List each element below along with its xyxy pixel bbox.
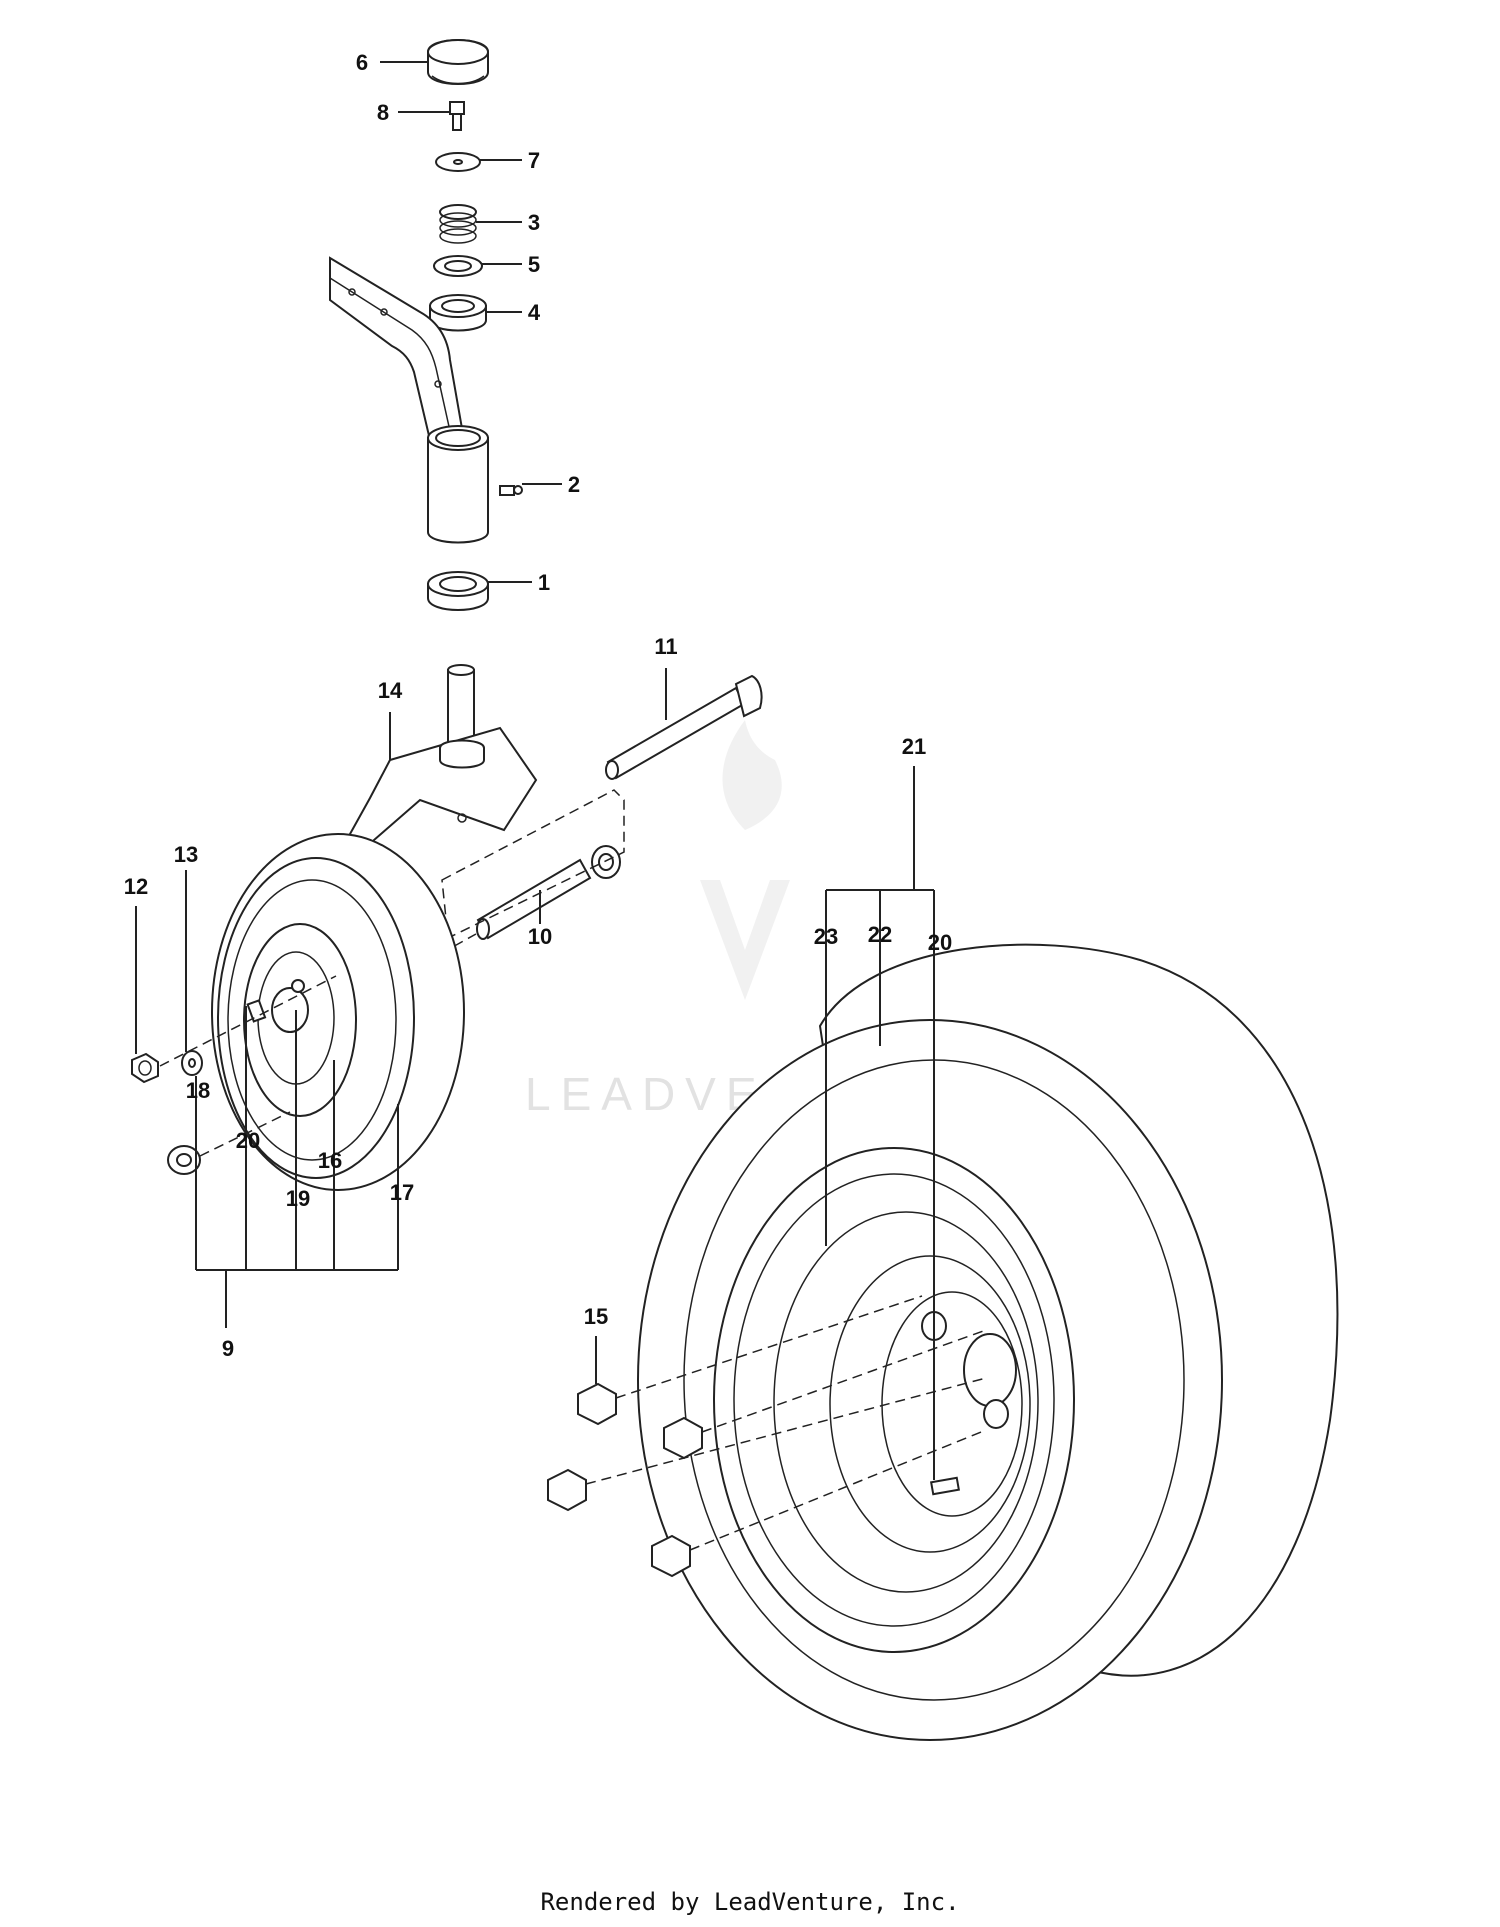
callout-12: 12 [124,874,148,899]
callout-13: 13 [174,842,198,867]
callout-11: 11 [654,634,677,659]
washer-top-part [435,152,481,172]
callout-6: 6 [356,50,368,75]
callout-10: 10 [528,924,552,949]
axle-bolt-part [605,674,763,780]
leader-lines [135,61,935,1480]
callout-2: 2 [568,472,580,497]
callout-7: 7 [528,148,540,173]
callout-21: 21 [902,734,926,759]
lug-nuts-part [547,1382,703,1578]
callout-15: 15 [584,1304,608,1329]
lug-nut-guides [585,1295,987,1551]
lower-bearing-part [427,571,489,611]
upper-bearing-part [429,294,487,332]
callout-5: 5 [528,252,540,277]
nut-12-part [131,1052,159,1084]
callout-14: 14 [378,678,403,703]
caster-wheel-part [211,833,465,1191]
callout-labels: 6 8 7 3 5 4 2 1 11 14 10 12 13 18 20 19 … [124,50,952,1361]
grease-fitting-part [499,485,523,496]
caster-grease-fitting-part [246,979,305,1023]
callout-18: 18 [186,1078,210,1103]
callout-16: 16 [318,1148,342,1173]
washer-13-part [181,1050,203,1076]
spring-part [439,204,477,244]
callout-4: 4 [528,300,541,325]
bolt-part [449,101,465,131]
callout-19: 19 [286,1186,310,1211]
callout-23: 23 [814,924,838,949]
footer-credit: Rendered by LeadVenture, Inc. [540,1888,960,1916]
callout-20-caster: 20 [236,1128,260,1153]
callout-20-drive: 20 [928,930,952,955]
drive-wheel-part [637,943,1339,1741]
spacer-bushing-part [591,845,621,879]
callout-22: 22 [868,922,892,947]
dust-cap-part [427,39,489,85]
spindle-housing-part [427,425,489,544]
flame-logo-icon [700,720,790,1000]
callout-8: 8 [377,100,389,125]
axle-spacer-part [476,858,592,940]
washer-mid-part [433,255,483,277]
callout-3: 3 [528,210,540,235]
callout-9: 9 [222,1336,234,1361]
washer-18-part [167,1145,201,1175]
frame-arm-part [329,256,466,441]
callout-1: 1 [538,570,550,595]
callout-17: 17 [390,1180,414,1205]
